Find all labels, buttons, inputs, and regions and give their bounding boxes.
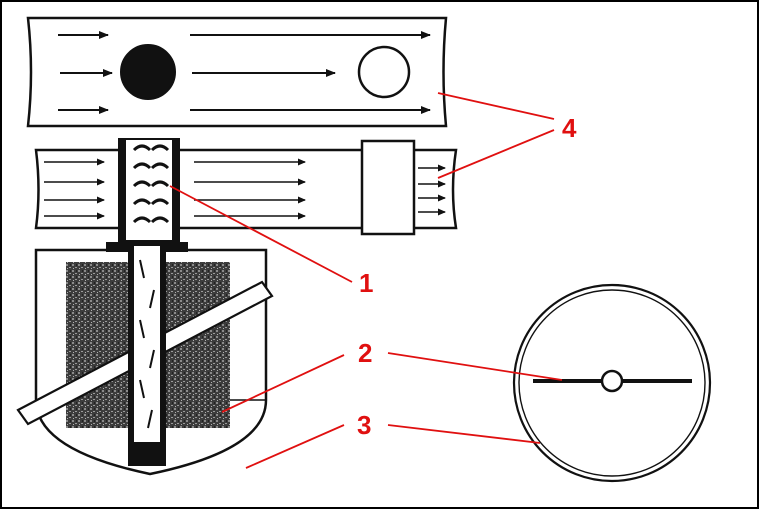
label-4: 4 <box>562 113 577 143</box>
sensor-housing <box>34 248 268 476</box>
label-3: 3 <box>357 410 371 440</box>
clear-particle <box>357 45 411 99</box>
dark-particle <box>120 44 176 100</box>
clear-block <box>360 139 416 236</box>
cross-section <box>512 283 712 483</box>
label-2: 2 <box>358 338 372 368</box>
callout-lines <box>169 92 563 469</box>
middle-duct <box>34 139 458 236</box>
top-duct <box>26 16 448 128</box>
left-coil <box>66 262 130 428</box>
label-1: 1 <box>359 268 373 298</box>
probe-tube <box>106 138 188 466</box>
